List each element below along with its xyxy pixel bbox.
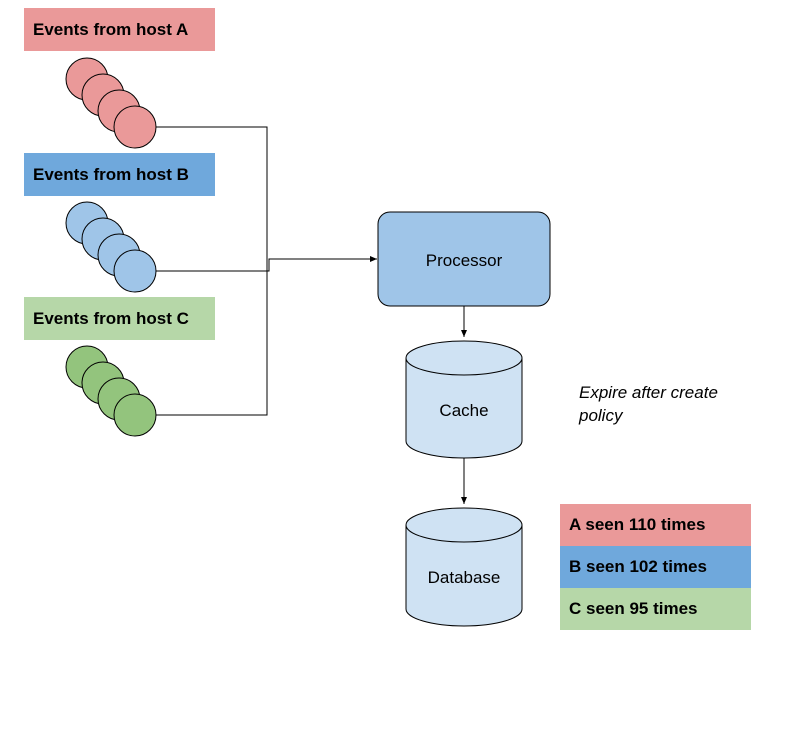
count-row-b: B seen 102 times xyxy=(560,546,751,588)
connector-to-processor xyxy=(267,256,377,272)
event-circle xyxy=(113,393,157,437)
host-a-events xyxy=(65,57,157,149)
connector-host-a xyxy=(156,126,268,271)
host-a-label: Events from host A xyxy=(24,8,215,51)
host-b-events xyxy=(65,201,157,293)
count-row-a: A seen 110 times xyxy=(560,504,751,546)
event-circle xyxy=(113,249,157,293)
host-c-label: Events from host C xyxy=(24,297,215,340)
event-circle xyxy=(113,105,157,149)
database-cylinder xyxy=(405,507,523,627)
cache-policy-note: Expire after create policy xyxy=(579,383,718,425)
cache-cylinder xyxy=(405,340,523,459)
host-c-events xyxy=(65,345,157,437)
database-label: Database xyxy=(428,568,501,587)
host-b-label: Events from host B xyxy=(24,153,215,196)
host-connectors xyxy=(156,126,377,416)
connector-host-c xyxy=(156,271,268,416)
cache-label: Cache xyxy=(439,401,488,420)
count-row-c: C seen 95 times xyxy=(560,588,751,630)
processor-label: Processor xyxy=(426,251,503,270)
